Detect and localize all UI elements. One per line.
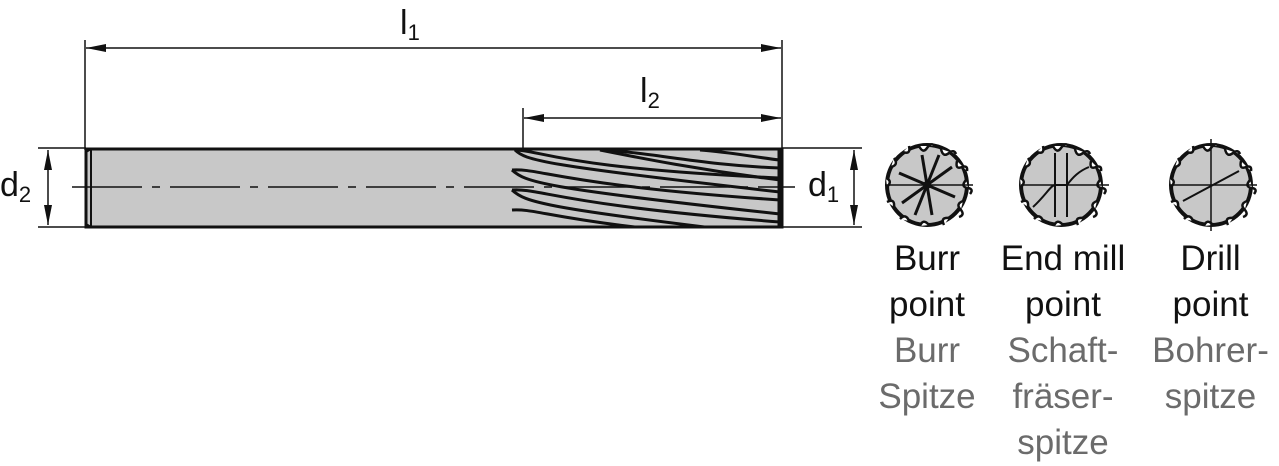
caption-de-line: Spitze	[878, 377, 976, 416]
caption-de-line: Schaft-	[1007, 331, 1119, 370]
tool-body	[84, 147, 784, 229]
caption-de-line: spitze	[1164, 377, 1257, 416]
l2-dimension-line	[522, 108, 781, 150]
caption-de-line: Burr	[893, 331, 961, 370]
d2-label: d2	[0, 166, 32, 207]
caption-drill-point: Drill point Bohrer- spitze	[1142, 236, 1279, 420]
caption-de-line: Bohrer-	[1152, 331, 1269, 370]
d2-dimension-line	[38, 147, 86, 228]
caption-de-line: spitze	[1017, 423, 1109, 462]
l1-dimension-line	[84, 40, 783, 150]
drill-point-icon	[1169, 139, 1257, 231]
end-mill-point-icon	[1019, 143, 1109, 227]
caption-en-line: point	[889, 285, 965, 324]
caption-en-line: point	[1172, 285, 1249, 324]
caption-end-mill-point: End mill point Schaft- fräser- spitze	[988, 236, 1138, 466]
caption-burr-point: Burr point Burr Spitze	[862, 236, 992, 420]
caption-en-line: point	[1025, 285, 1101, 324]
d1-dimension-line	[782, 147, 862, 228]
l2-label: l2	[640, 72, 660, 113]
caption-en-line: Burr	[893, 239, 961, 278]
l1-label: l1	[400, 4, 420, 45]
caption-de-line: fräser-	[1012, 377, 1114, 416]
burr-point-icon	[885, 143, 973, 227]
caption-en-line: End mill	[1000, 239, 1126, 278]
caption-en-line: Drill	[1180, 239, 1241, 278]
d1-label: d1	[808, 166, 840, 207]
helical-flutes	[510, 149, 781, 227]
